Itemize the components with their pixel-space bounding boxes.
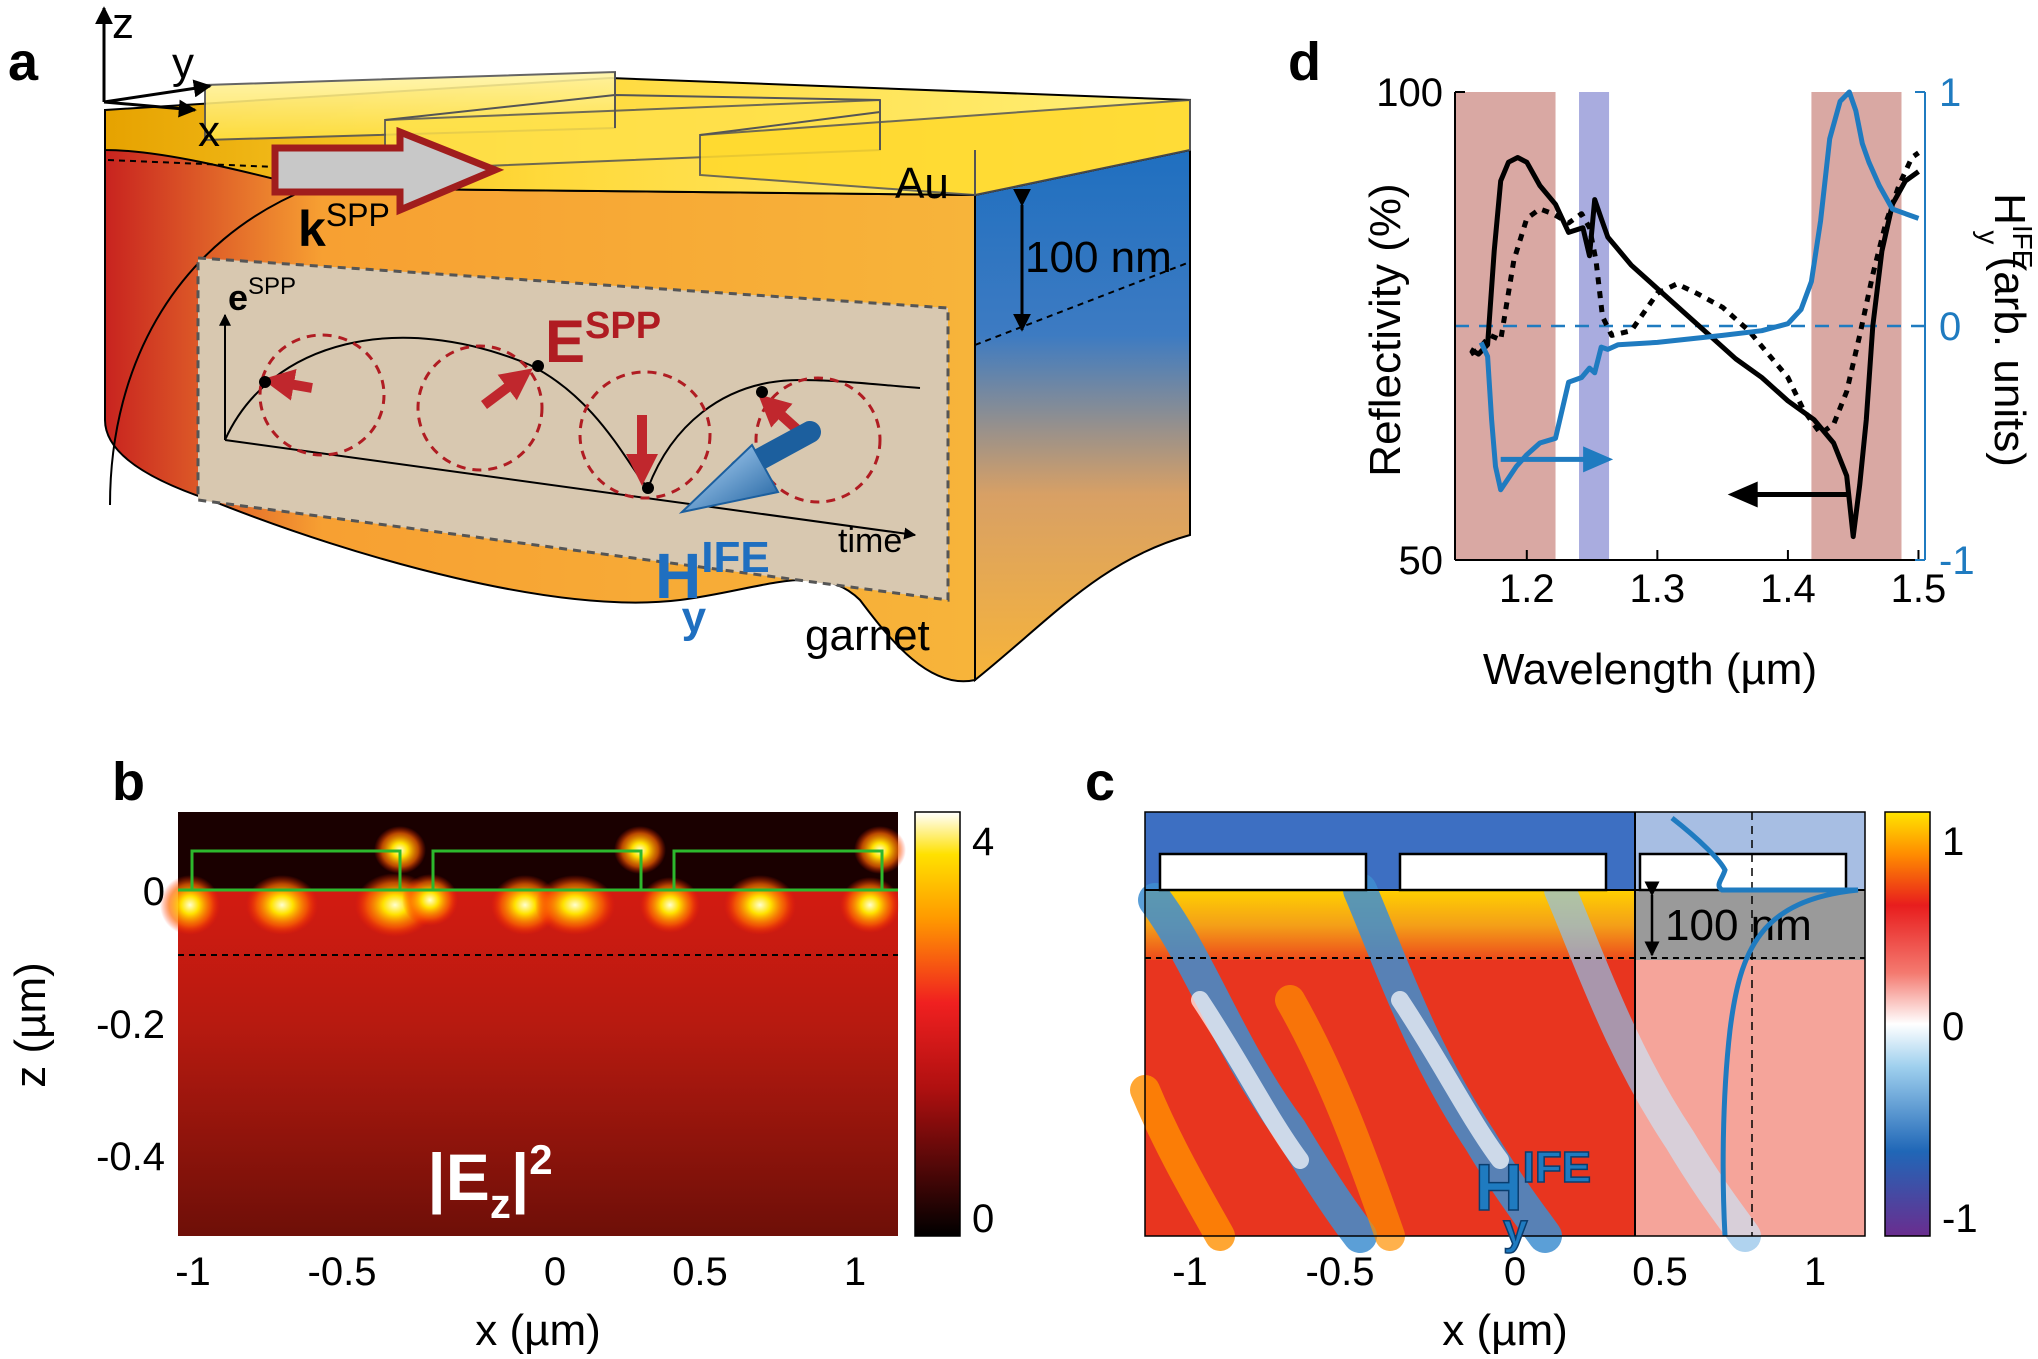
k-spp-arrow [271, 126, 505, 216]
ytick-label-0: 50 [1399, 539, 1444, 583]
y2tick-label-1: 0 [1939, 305, 1961, 349]
e-spp-label: eSPP [228, 273, 296, 318]
svg-text:1: 1 [844, 1250, 866, 1294]
c-colorbar-mid: 0 [1942, 1005, 1964, 1049]
svg-text:1: 1 [1804, 1250, 1826, 1294]
xtick-label-3: 1.5 [1891, 567, 1947, 611]
d-ylabel: Reflectivity (%) [1361, 183, 1410, 476]
axis-z-label: z [112, 0, 134, 48]
svg-text:0: 0 [1504, 1250, 1526, 1294]
time-label: time [838, 522, 902, 560]
y2tick-label-2: 1 [1939, 71, 1961, 115]
annotation-arrowhead-1 [1727, 481, 1758, 508]
svg-text:-0.2: -0.2 [96, 1003, 165, 1047]
svg-text:-0.4: -0.4 [96, 1135, 165, 1179]
e-field-arrows [262, 368, 804, 487]
garnet-side-face [974, 148, 1191, 683]
c-hife-profile [1670, 816, 1859, 1237]
axis-y-label: y [172, 39, 194, 88]
b-xticks: -1 -0.5 0 0.5 1 [175, 1250, 866, 1294]
y2tick-label-0: -1 [1939, 539, 1975, 583]
panel-letter-a: a [8, 32, 39, 92]
panel-letter-c: c [1085, 752, 1115, 812]
grating-slabs [204, 70, 1191, 197]
svg-text:-1: -1 [1172, 1250, 1208, 1294]
au-label: Au [895, 159, 949, 208]
panel-letter-b: b [112, 752, 145, 812]
axis-x-label: x [198, 107, 220, 156]
series-2 [1478, 89, 1920, 493]
c-colorbar-min: -1 [1942, 1197, 1978, 1241]
b-colorbar [914, 811, 961, 1237]
h-ife-arrow [678, 421, 821, 514]
svg-text:0.5: 0.5 [672, 1250, 728, 1294]
svg-text:-0.5: -0.5 [308, 1250, 377, 1294]
d-annotations [1500, 446, 1847, 508]
svg-text:-1: -1 [175, 1250, 211, 1294]
b-colorbar-max: 4 [972, 820, 994, 864]
d-y2label: HIFEy (arb. units) [1973, 193, 2038, 467]
c-xticks: -1 -0.5 0 0.5 1 [1172, 1250, 1826, 1294]
svg-text:0.5: 0.5 [1632, 1250, 1688, 1294]
circular-polarization-markers [258, 333, 882, 504]
panel-a: a z y x [8, 0, 1191, 683]
panel-letter-d: d [1288, 32, 1321, 92]
garnet-label: garnet [805, 611, 930, 660]
d-xlabel: Wavelength (µm) [1483, 645, 1817, 694]
thickness-label-a: 100 nm [1025, 233, 1172, 282]
d-axes: 1.2 1.3 1.4 1.5 50 100 -1 0 1 [1376, 71, 1974, 611]
d-series [1469, 89, 1920, 540]
annotation-arrowhead-0 [1583, 446, 1614, 473]
b-grating-outlines [178, 849, 898, 892]
c-colorbar-max: 1 [1942, 820, 1964, 864]
svg-text:-0.5: -0.5 [1306, 1250, 1375, 1294]
b-colorbar-min: 0 [972, 1197, 994, 1241]
garnet-curve [109, 186, 976, 506]
b-field-label: |Ez|2 [427, 1136, 552, 1227]
panel-b: b |Ez|2 0 -0.2 -0.4 [6, 752, 994, 1355]
xtick-label-1: 1.3 [1630, 567, 1686, 611]
xtick-label-0: 1.2 [1499, 567, 1555, 611]
series-0 [1469, 155, 1920, 540]
c-xlabel: x (µm) [1442, 1306, 1568, 1355]
b-yticks: 0 -0.2 -0.4 [96, 870, 165, 1179]
svg-text:0: 0 [143, 870, 165, 914]
c-grating-boxes [1158, 852, 1848, 892]
axes-tripod: z y x [95, 0, 220, 156]
ytick-label-1: 100 [1376, 71, 1443, 115]
b-xlabel: x (µm) [475, 1306, 601, 1355]
e-field-dots [259, 360, 768, 494]
k-spp-label: kSPP [298, 197, 390, 257]
svg-text:0: 0 [544, 1250, 566, 1294]
xtick-label-2: 1.4 [1760, 567, 1816, 611]
E-spp-label: ESPP [545, 305, 661, 375]
b-ylabel: z (µm) [6, 962, 55, 1088]
c-colorbar [1884, 811, 1931, 1237]
